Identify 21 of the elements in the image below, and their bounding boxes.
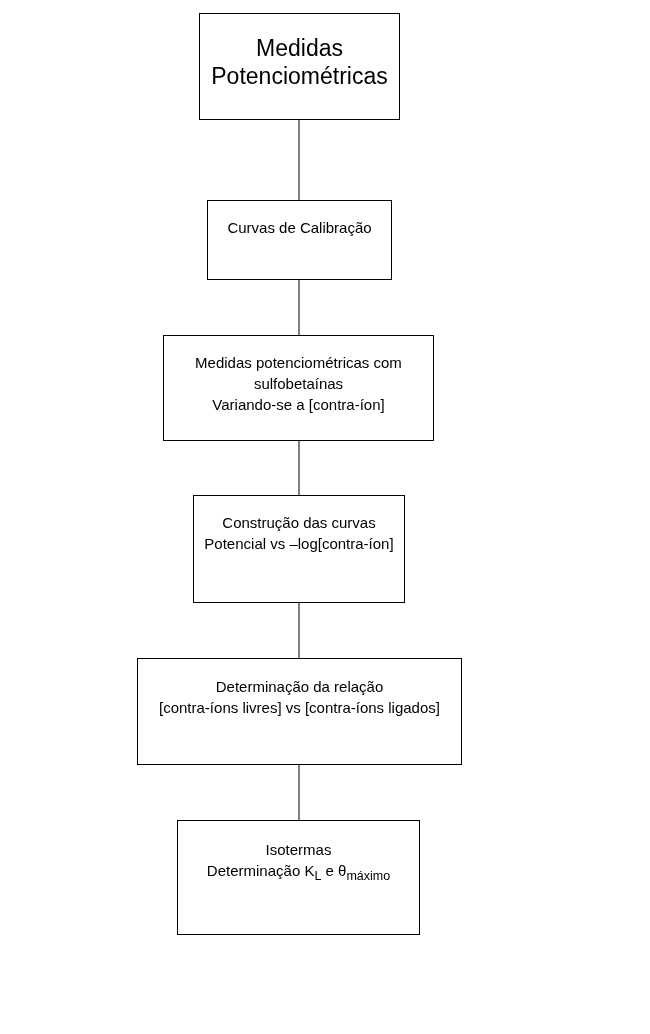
box-text: Construção das curvas: [222, 513, 376, 533]
box-text: Variando-se a [contra-íon]: [212, 395, 385, 415]
connector-line: [298, 119, 300, 201]
process-box: [207, 200, 392, 280]
box-text: Curvas de Calibração: [227, 218, 372, 238]
connector-line: [298, 279, 300, 336]
connector-line: [298, 440, 300, 496]
process-box: [193, 495, 405, 603]
box-text: [contra-íons livres] vs [contra-íons ligados]: [159, 698, 440, 718]
process-box: [199, 13, 400, 120]
process-box: [137, 658, 462, 765]
box-text: Medidas Potenciométricas: [210, 34, 389, 90]
box-text: Isotermas: [265, 840, 332, 860]
box-text: Medidas potenciométricas com sulfobetaínas: [194, 353, 403, 394]
box-text: Potencial vs –log[contra-íon]: [204, 534, 394, 554]
box-text: Determinação K$_{L}$ e θ$_{máximo}$: [206, 861, 391, 885]
process-box: [163, 335, 434, 441]
connector-line: [298, 602, 300, 659]
process-box: [177, 820, 420, 935]
box-text: Determinação da relação: [215, 677, 384, 697]
connector-line: [298, 764, 300, 821]
